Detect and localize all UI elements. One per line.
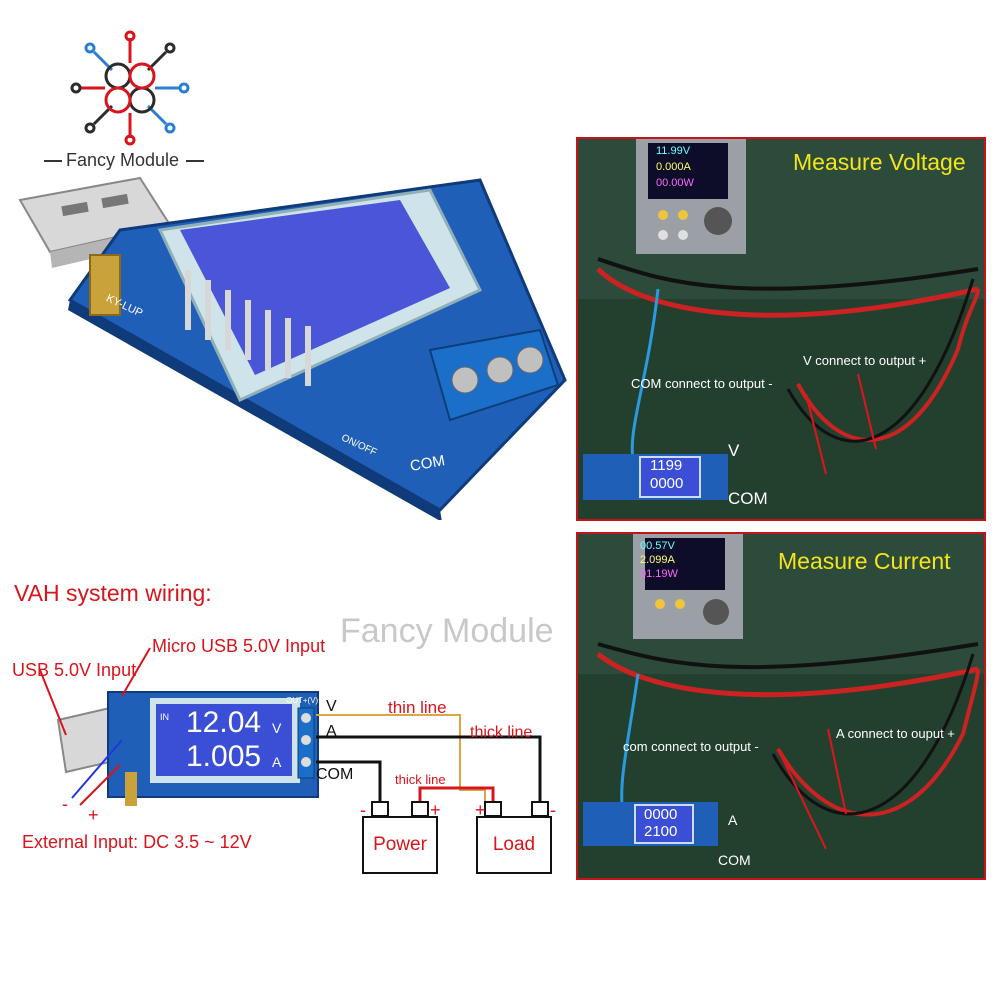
- wiring-lcd-bottom: 1.005: [186, 740, 262, 773]
- terminal-a-label: A: [326, 723, 337, 740]
- wiring-module-lcd: [156, 704, 292, 776]
- current-panel-title: Measure Current: [778, 548, 951, 574]
- power-minus: -: [360, 800, 366, 820]
- voltage-note-com: COM connect to output -: [631, 376, 773, 391]
- power-plus: +: [430, 800, 441, 820]
- wiring-out-label: OUT+(V): [286, 696, 319, 705]
- voltage-label-v: V: [728, 441, 740, 460]
- current-label-com: COM: [718, 852, 751, 868]
- label-thick-line-mid: thick line: [395, 772, 446, 787]
- load-plus: +: [475, 800, 486, 820]
- terminal-block: [428, 328, 560, 422]
- wiring-diagram: [0, 600, 570, 900]
- wiring-title: VAH system wiring:: [14, 580, 212, 606]
- panel-measure-current: 00.57V 2.099A 01.19W 0000 2100 Measure C…: [576, 532, 986, 880]
- wiring-lcd-bottom-unit: A: [272, 754, 282, 770]
- voltage-note-v: V connect to output +: [803, 353, 927, 368]
- brand-divider-left: [44, 160, 62, 162]
- current-note-a: A connect to ouput +: [836, 726, 955, 741]
- label-external-input: External Input: DC 3.5 ~ 12V: [22, 832, 252, 852]
- potentiometer: [89, 254, 121, 316]
- brand-divider-right: [186, 160, 204, 162]
- voltage-readout-2: 0.000A: [656, 161, 691, 173]
- voltage-label-com: COM: [728, 489, 768, 508]
- terminal-com-label: COM: [316, 766, 354, 783]
- wiring-lcd-top: 12.04: [186, 706, 262, 739]
- current-label-a: A: [728, 812, 738, 828]
- terminal-v-label: V: [326, 698, 337, 715]
- brand-logo: [60, 28, 200, 148]
- current-note-com: com connect to output -: [623, 739, 759, 754]
- voltage-lcd-line-2: 0000: [650, 475, 684, 492]
- voltage-panel-title: Measure Voltage: [793, 149, 966, 175]
- load-box: Load: [476, 816, 552, 874]
- voltage-lcd-line-1: 1199: [650, 457, 683, 474]
- brand-name: Fancy Module: [66, 150, 180, 170]
- current-lcd-line-1: 0000: [644, 806, 678, 823]
- panel-measure-voltage: 11.99V 0.000A 00.00W 1199 0000 Measure V…: [576, 137, 986, 521]
- label-minus: -: [62, 794, 68, 814]
- product-photo: KY-LUP ON/OFF COM: [10, 170, 570, 522]
- usb-plug-icon: [18, 176, 172, 268]
- current-readout-2: 2.099A: [640, 554, 675, 566]
- current-lcd-line-2: 2100: [644, 823, 678, 840]
- watermark-text: Fancy Module: [340, 612, 554, 650]
- label-micro-usb-input: Micro USB 5.0V Input: [152, 636, 326, 656]
- circuit-logo-icon: [70, 30, 190, 146]
- voltage-readout-1: 11.99V: [656, 145, 691, 157]
- voltage-readout-3: 00.00W: [656, 177, 694, 189]
- wiring-lcd-top-unit: V: [272, 720, 282, 736]
- load-minus: -: [550, 800, 556, 820]
- label-thin-line: thin line: [388, 698, 447, 717]
- wiring-lcd-in: IN: [160, 712, 169, 722]
- label-plus: +: [88, 805, 99, 825]
- label-thick-line-top: thick line: [470, 724, 533, 741]
- current-readout-3: 01.19W: [640, 568, 678, 580]
- power-box: Power: [362, 816, 438, 874]
- current-readout-1: 00.57V: [640, 540, 675, 552]
